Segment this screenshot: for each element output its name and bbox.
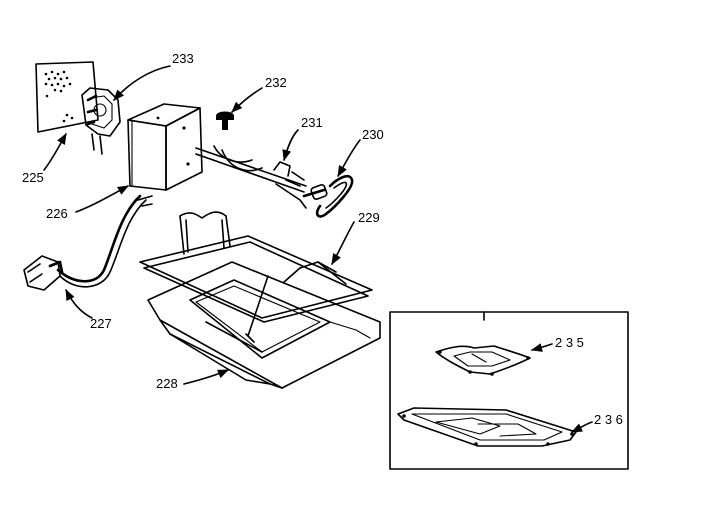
part-label-230: 230 [362, 127, 384, 142]
mounting-plate-part [35, 61, 99, 133]
drip-pan-part [147, 261, 381, 389]
part-label-226: 226 [46, 206, 68, 221]
power-cord-part [23, 194, 153, 291]
screw-part [216, 111, 234, 130]
inset-panel [389, 311, 629, 470]
leader-231 [282, 129, 299, 162]
leader-225 [43, 133, 67, 171]
leader-233 [113, 65, 171, 101]
leader-232 [231, 87, 263, 113]
flat-grid-part [397, 407, 577, 447]
spit-handle-part [302, 174, 354, 218]
part-label-232: 232 [265, 75, 287, 90]
part-label-236: 2 3 6 [594, 412, 623, 427]
leader-227 [65, 288, 93, 319]
part-label-233: 233 [172, 51, 194, 66]
part-label-225: 225 [22, 170, 44, 185]
leader-230 [337, 139, 361, 177]
part-labels: 233 232 231 230 229 225 226 227 228 2 3 … [22, 51, 623, 427]
motor-bracket-part [81, 87, 121, 155]
part-label-229: 229 [358, 210, 380, 225]
part-label-228: 228 [156, 376, 178, 391]
small-rack-part [435, 345, 531, 376]
motor-housing-part [127, 103, 203, 191]
leader-226 [75, 185, 129, 213]
part-label-235: 2 3 5 [555, 335, 584, 350]
part-label-227: 227 [90, 316, 112, 331]
leader-lines [43, 65, 593, 433]
spit-rod-part [195, 145, 307, 209]
leader-229 [331, 221, 355, 265]
part-label-231: 231 [301, 115, 323, 130]
leader-228 [183, 369, 230, 385]
leader-235 [530, 343, 553, 352]
leader-236 [570, 421, 593, 433]
roasting-rack-part [139, 211, 373, 343]
